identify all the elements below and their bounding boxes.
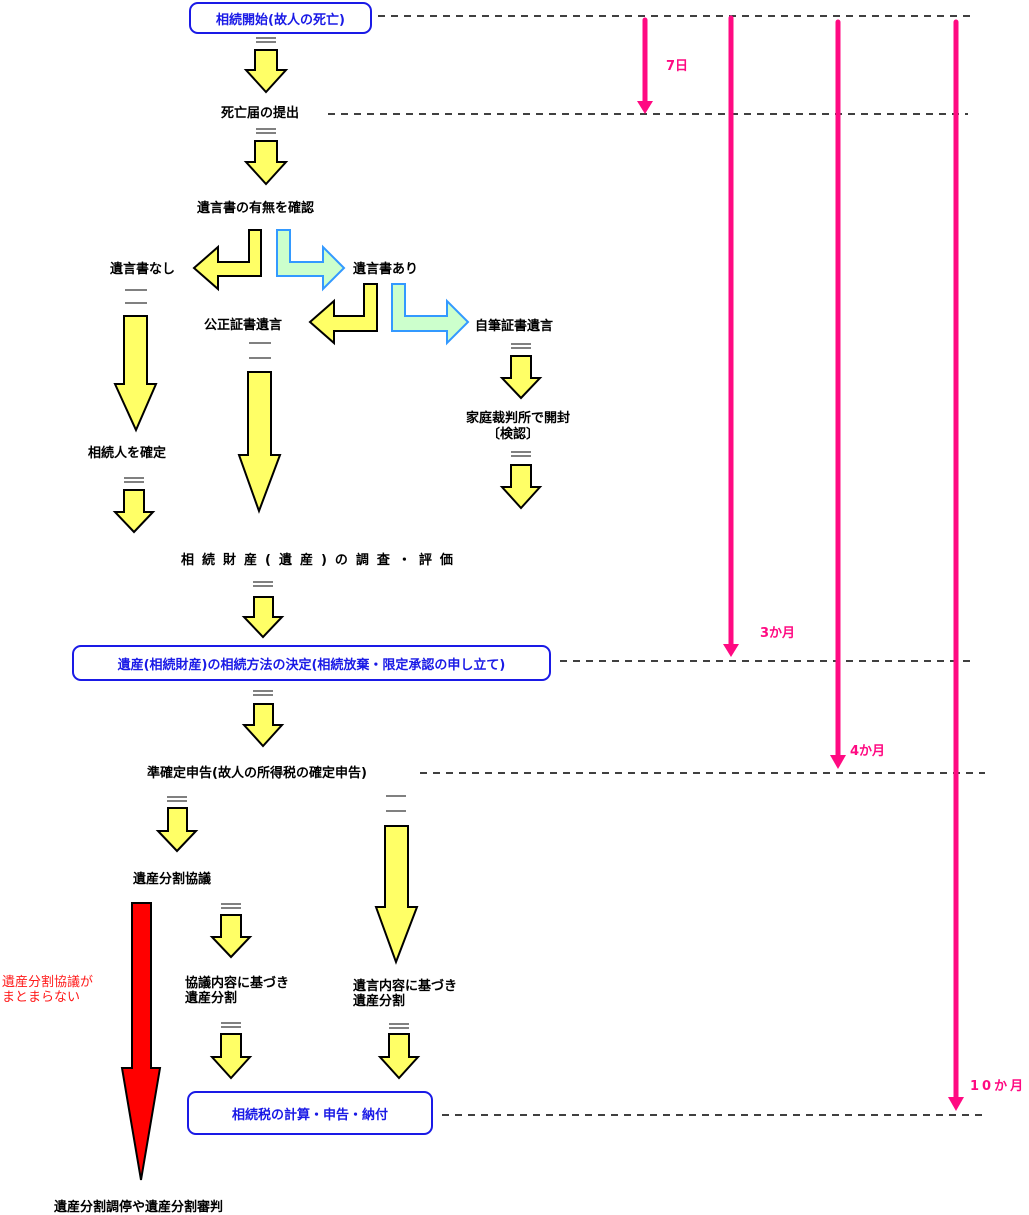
node-division-by-agreement-line1: 協議内容に基づき: [185, 976, 290, 991]
node-inheritance-method-label: 遺産(相続財産)の相続方法の決定(相続放棄・限定承認の申し立て): [117, 657, 506, 673]
deadline-label-10months: 10か月: [970, 1079, 1027, 1094]
node-holographic-will: 自筆証書遺言: [475, 319, 554, 334]
double-line-10: [167, 796, 187, 802]
node-probate: 〔検認〕: [487, 427, 540, 442]
down-arrow-will-division: [374, 825, 419, 965]
node-division-talks: 遺産分割協議: [133, 872, 212, 887]
node-check-will: 遺言書の有無を確認: [197, 201, 315, 216]
down-arrow-final-return: [155, 807, 199, 853]
branch-arrow-holographic: [391, 283, 470, 346]
node-division-by-agreement-line2: 遺産分割: [185, 991, 238, 1006]
double-line-8: [253, 581, 273, 587]
timeline-10months-head: [948, 1097, 964, 1111]
node-family-court-open: 家庭裁判所で開封: [466, 411, 571, 426]
node-tax-filing: 相続税の計算・申告・納付: [187, 1091, 433, 1135]
down-arrow-holographic: [499, 355, 543, 400]
node-no-will: 遺言書なし: [110, 262, 176, 277]
down-arrow-notarized: [237, 371, 282, 514]
red-arrow-no-agreement: [120, 902, 162, 1181]
down-arrow-survey: [241, 596, 285, 639]
double-line-7: [124, 477, 144, 483]
double-line-9: [253, 690, 273, 696]
node-confirm-heirs: 相続人を確定: [88, 446, 167, 461]
node-death-notice: 死亡届の提出: [221, 106, 300, 121]
node-notarized-will: 公正証書遺言: [204, 318, 283, 333]
double-line-13: [221, 1022, 241, 1028]
note-no-agreement-line1: 遺産分割協議が: [2, 975, 94, 990]
node-has-will: 遺言書あり: [353, 262, 419, 277]
branch-arrow-no-will: [192, 229, 262, 292]
node-estate-survey: 相続財産(遺産)の調査・評価: [181, 553, 461, 568]
double-line-14: [389, 1023, 409, 1029]
node-mediation: 遺産分割調停や遺産分割審判: [54, 1200, 224, 1215]
double-line-12: [221, 903, 241, 909]
deadline-label-7days: 7日: [666, 59, 689, 74]
deadline-label-4months: 4か月: [850, 744, 886, 759]
node-inheritance-start-label: 相続開始(故人の死亡): [216, 12, 345, 28]
note-no-agreement: 遺産分割協議が まとまらない: [2, 975, 93, 1005]
node-division-by-will-line1: 遺言内容に基づき: [353, 979, 458, 994]
down-arrow-agreement: [209, 914, 253, 959]
down-arrow-method: [241, 703, 285, 748]
node-division-by-will: 遺言内容に基づき 遺産分割: [353, 979, 457, 1009]
double-line-3: [125, 289, 147, 304]
timeline-7days-head: [637, 101, 653, 114]
node-inheritance-start: 相続開始(故人の死亡): [189, 2, 372, 34]
double-line-2: [256, 128, 276, 134]
node-inheritance-method: 遺産(相続財産)の相続方法の決定(相続放棄・限定承認の申し立て): [72, 645, 551, 681]
node-division-by-will-line2: 遺産分割: [353, 994, 406, 1009]
down-arrow-2: [243, 140, 289, 186]
down-arrow-agreement-division: [209, 1033, 253, 1080]
node-tax-filing-label: 相続税の計算・申告・納付: [231, 1107, 388, 1123]
deadline-label-3months: 3か月: [760, 626, 796, 641]
branch-arrow-has-will: [276, 229, 346, 292]
timeline-4months-head: [830, 755, 846, 769]
down-arrow-will-tax: [377, 1033, 421, 1080]
node-division-by-agreement: 協議内容に基づき 遺産分割: [185, 976, 289, 1006]
node-final-tax-return: 準確定申告(故人の所得税の確定申告): [147, 766, 367, 781]
double-line-6: [511, 451, 531, 457]
note-no-agreement-line2: まとまらない: [2, 990, 81, 1005]
down-arrow-no-will: [113, 315, 158, 433]
double-line-11: [386, 795, 406, 812]
double-line-5: [511, 343, 531, 349]
down-arrow-1: [243, 49, 289, 94]
down-arrow-probate: [499, 464, 543, 510]
double-line-1: [256, 37, 276, 43]
timeline-3months-head: [723, 644, 739, 657]
branch-arrow-notarized: [308, 283, 378, 346]
down-arrow-heirs: [112, 489, 156, 534]
double-line-4: [249, 342, 271, 359]
